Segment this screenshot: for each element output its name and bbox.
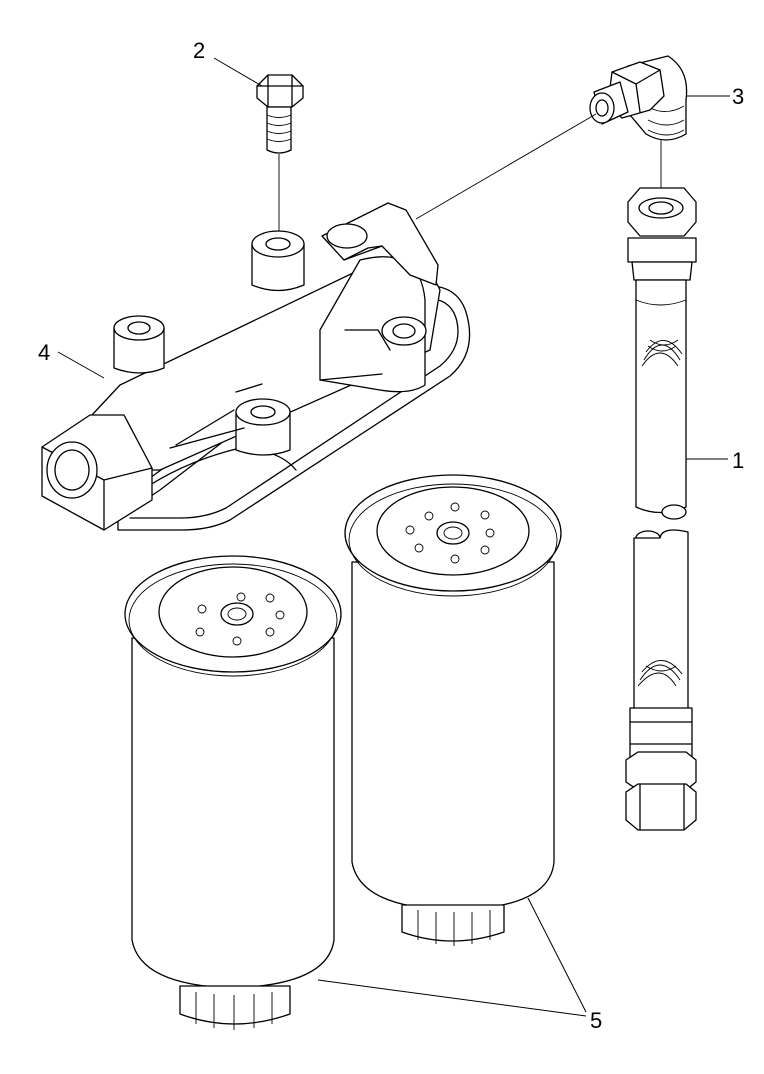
leader-lines xyxy=(57,57,730,1017)
connector-line xyxy=(415,113,597,220)
filter-cartridge-right xyxy=(344,474,562,946)
callout-3: 3 xyxy=(732,84,744,109)
filter-head xyxy=(41,202,471,531)
callout-2: 2 xyxy=(193,38,205,63)
elbow-fitting xyxy=(589,55,688,190)
callout-1: 1 xyxy=(732,448,744,473)
hose-assembly xyxy=(625,187,697,831)
callout-4: 4 xyxy=(38,340,50,365)
filter-cartridge-left xyxy=(124,555,342,1030)
bolt xyxy=(256,74,304,237)
callout-5: 5 xyxy=(590,1008,602,1033)
